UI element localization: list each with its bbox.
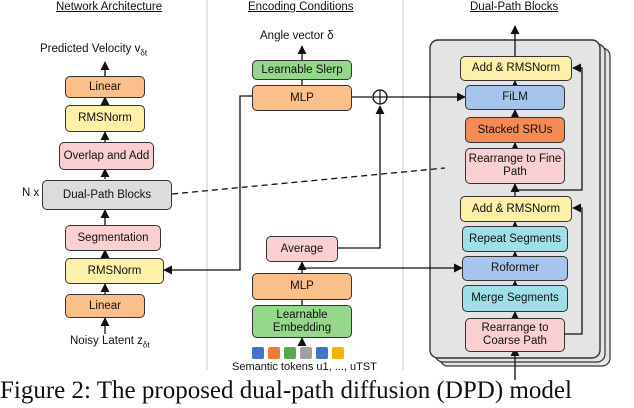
semantic-token [284, 347, 296, 359]
title-dual-path-blocks: Dual-Path Blocks [470, 1, 559, 13]
output-label-text: Predicted Velocity v [40, 43, 141, 55]
merge-segments-block: Merge Segments [462, 285, 568, 312]
overlap-add-block: Overlap and Add [59, 142, 154, 170]
add-rmsnorm-bottom-block: Add & RMSNorm [460, 196, 572, 222]
input-label-text: Noisy Latent z [70, 335, 143, 347]
input-label-sub: δt [142, 340, 150, 350]
semantic-token-row [252, 347, 362, 359]
output-label: Predicted Velocity vδt [40, 43, 147, 57]
arrow-embed-roformer [301, 263, 463, 273]
stacked-srus-block: Stacked SRUs [465, 117, 565, 143]
mlp-bottom-block: MLP [252, 273, 352, 300]
figure-caption: Figure 2: The proposed dual-path diffusi… [0, 377, 572, 404]
linear-bottom-block: Linear [65, 294, 145, 318]
title-encoding-conditions: Encoding Conditions [248, 1, 354, 13]
semantic-token [268, 347, 280, 359]
learnable-slerp-block: Learnable Slerp [252, 60, 352, 80]
angle-vector-label: Angle vector δ [260, 30, 334, 42]
repeat-label: N x [22, 187, 40, 199]
average-block: Average [266, 236, 338, 262]
rmsnorm-top-block: RMSNorm [65, 105, 145, 132]
arrow-average-plus [338, 105, 385, 249]
linear-top-block: Linear [65, 76, 145, 98]
output-label-sub: δt [140, 48, 148, 58]
roformer-block: Roformer [462, 256, 568, 281]
dual-path-block: Dual-Path Blocks [42, 180, 172, 210]
segmentation-block: Segmentation [65, 225, 161, 251]
semantic-token [332, 347, 344, 359]
rmsnorm-bottom-block: RMSNorm [65, 258, 164, 284]
semantic-tokens-label: Semantic tokens u1, ..., uTST [232, 361, 377, 373]
learnable-embedding-block: Learnable Embedding [252, 305, 352, 338]
rearrange-fine-block: Rearrange to Fine Path [465, 148, 565, 184]
title-network-architecture: Network Architecture [56, 1, 163, 13]
arrow-mlp-to-rmsnorm [163, 95, 252, 275]
add-rmsnorm-top-block: Add & RMSNorm [460, 56, 572, 81]
mlp-top-block: MLP [252, 85, 352, 111]
input-label: Noisy Latent zδt [70, 335, 150, 349]
film-block: FiLM [465, 85, 565, 110]
zoom-dashed-link [171, 167, 446, 195]
repeat-segments-block: Repeat Segments [462, 226, 568, 252]
rearrange-coarse-block: Rearrange to Coarse Path [465, 318, 565, 352]
semantic-token [316, 347, 328, 359]
residual-fine [515, 63, 583, 191]
semantic-token [252, 347, 264, 359]
semantic-token [300, 347, 312, 359]
